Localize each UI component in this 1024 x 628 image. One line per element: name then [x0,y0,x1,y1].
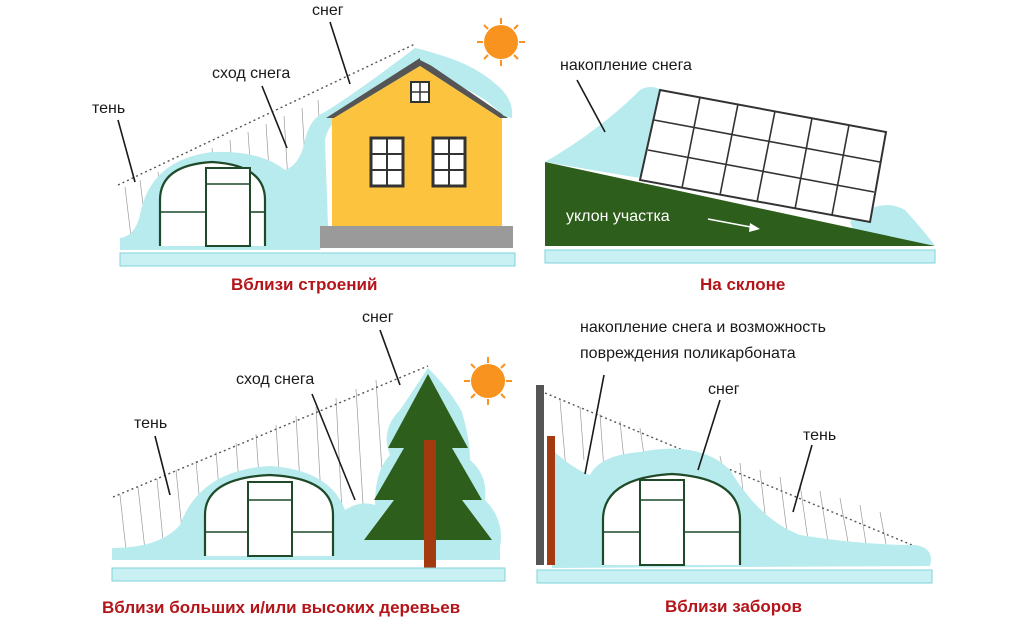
sun-icon [477,18,525,66]
caption-slope: На склоне [700,275,785,294]
label-snow: снег [708,381,740,398]
pointer-shadow [117,119,136,183]
pointer-accumulation [584,374,605,475]
ground-strip [119,252,516,267]
shadow-line [544,392,913,546]
pointer-snow [697,399,721,471]
ground-strip [536,569,933,584]
caption-fences: Вблизи заборов [665,597,802,616]
arrow-icon [707,218,760,232]
fence-icon [536,385,555,565]
ground-strip [111,567,506,582]
label-snow: снег [362,309,394,326]
pointer-shadow [792,444,813,513]
caption-buildings: Вблизи строений [231,275,377,294]
pointer-snow-accumulation [576,79,606,133]
greenhouse-icon [158,160,267,247]
label-shadow: тень [134,415,167,432]
panel-trees: снег сход снега тень Вблизи больших и/ил… [102,309,512,617]
label-slope: уклон участка [566,208,670,225]
tree-icon [364,374,492,568]
greenhouse-icon [601,472,742,566]
pointer-snow [329,21,351,85]
label-snow-accumulation: накопление снега [560,57,692,74]
caption-trees: Вблизи больших и/или высоких деревьев [102,598,460,617]
snow-accumulation [545,87,662,178]
house-icon [320,58,513,248]
label-accumulation-line2: повреждения поликарбоната [580,345,796,362]
label-snow-slide: сход снега [212,65,290,82]
pointer-shadow [154,435,171,496]
sun-icon [464,357,512,405]
label-snow-slide: сход снега [236,371,314,388]
label-shadow: тень [803,427,836,444]
label-shadow: тень [92,100,125,117]
label-accumulation-line1: накопление снега и возможность [580,319,826,336]
pointer-snow [379,329,401,386]
panel-buildings: снег сход снега тень Вблизи строений [92,2,525,294]
ground-strip [544,249,936,264]
roof-snow [420,50,513,118]
pointer-snow-slide [261,85,288,149]
panel-fences: накопление снега и возможность поврежден… [536,319,933,616]
greenhouse-icon [203,473,335,557]
greenhouse-icon [638,88,888,224]
label-snow: снег [312,2,344,19]
panel-slope: уклон участка накопление снега На склоне [544,57,936,294]
slope-ground [545,162,935,246]
pointer-snow-slide [311,393,356,501]
